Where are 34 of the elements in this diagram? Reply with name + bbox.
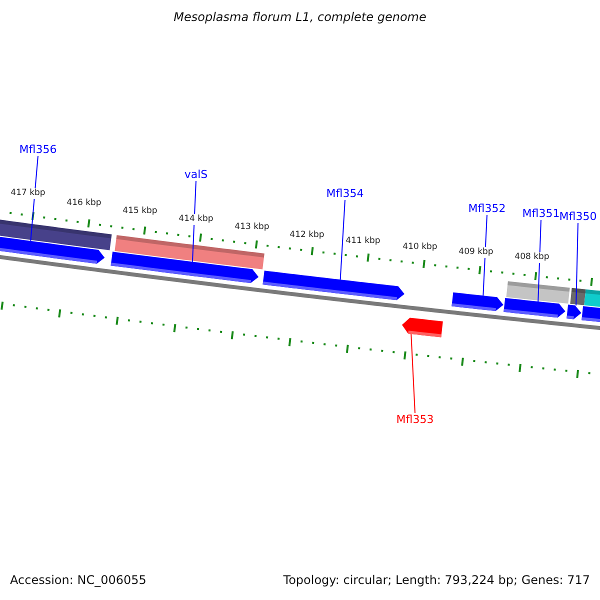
gene-feature [566,304,582,320]
gene-label: Mfl353 [396,413,434,426]
gene-label: Mfl354 [326,187,364,200]
gene-label: Mfl350 [559,210,597,223]
footer-text: Topology: circular; Length: 793,224 bp; Genes: 717 [283,575,590,586]
leader-line [482,214,488,296]
scale-label: 417 kbp [10,188,46,199]
gene-feature [452,292,504,312]
leader-line [340,200,346,280]
scale-label: 412 kbp [290,230,324,241]
title: Mesoplasma florum L1, complete genome [172,11,428,24]
gene-label: valS [184,168,208,181]
gene-feature [262,270,404,300]
scale-label: 414 kbp [178,214,214,225]
scale-label: 409 kbp [458,247,494,258]
leader-line [576,222,578,306]
gene-feature [582,306,600,324]
gene-feature [0,235,105,264]
scale-label: 408 kbp [514,252,550,263]
gene-label: Mfl356 [19,143,57,156]
scale-label: 411 kbp [346,236,380,247]
gene-label: Mfl352 [468,202,506,215]
gene-label: Mfl351 [522,207,560,220]
footer-text: Accession: NC_006055 [10,575,146,586]
leader-line [192,180,196,262]
scale-label: 413 kbp [234,222,270,233]
gene-feature [402,318,443,338]
gene-feature [504,298,566,318]
leader-line [30,156,38,242]
scale-label: 416 kbp [66,198,102,209]
gene-feature [110,252,259,284]
scale-label: 410 kbp [402,242,438,253]
scale-label: 415 kbp [122,206,158,217]
leader-line [410,333,416,414]
